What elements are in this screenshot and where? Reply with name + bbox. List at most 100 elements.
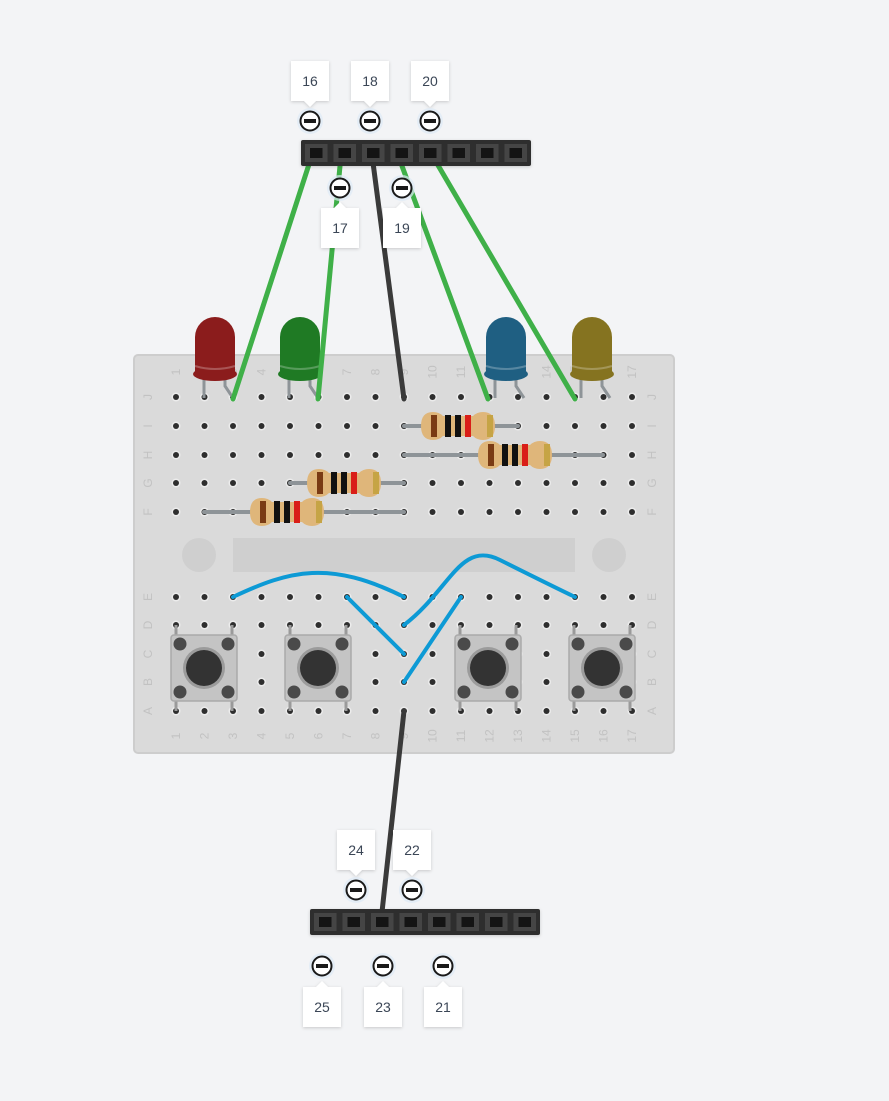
column-label: 12 xyxy=(483,729,497,743)
column-label: 1 xyxy=(169,732,183,739)
header-pin-socket[interactable] xyxy=(428,913,451,931)
resistor[interactable] xyxy=(402,412,520,440)
pin-callout: 20 xyxy=(411,61,449,134)
black-wire[interactable] xyxy=(379,708,407,915)
pin-number-label: 18 xyxy=(362,73,378,89)
pin-minus-icon[interactable] xyxy=(357,108,383,134)
row-label: B xyxy=(645,678,659,686)
led[interactable] xyxy=(278,317,322,399)
row-label: H xyxy=(645,451,659,460)
pin-minus-icon[interactable] xyxy=(370,953,396,979)
pin-callout: 21 xyxy=(424,953,462,1027)
pin-callout: 18 xyxy=(351,61,389,134)
pin-minus-icon[interactable] xyxy=(343,877,369,903)
row-label: E xyxy=(645,593,659,601)
bottom-pin-header[interactable] xyxy=(310,909,540,935)
row-label: D xyxy=(645,620,659,629)
pin-callout: 19 xyxy=(383,175,421,248)
row-label: F xyxy=(645,508,659,515)
pin-callout: 17 xyxy=(321,175,359,248)
blue-wire xyxy=(402,553,577,627)
header-pin-socket[interactable] xyxy=(399,913,423,931)
pin-minus-icon[interactable] xyxy=(327,175,353,201)
header-pin-socket[interactable] xyxy=(456,913,480,931)
pin-number-label: 23 xyxy=(375,999,391,1015)
header-pin-socket[interactable] xyxy=(419,144,442,162)
pin-callout: 24 xyxy=(337,830,375,903)
resistor[interactable] xyxy=(202,498,406,526)
row-label: E xyxy=(141,593,155,601)
pushbutton[interactable] xyxy=(568,625,636,711)
header-pin-socket[interactable] xyxy=(333,144,357,162)
row-label: A xyxy=(141,707,155,715)
led[interactable] xyxy=(570,317,614,399)
pin-minus-icon[interactable] xyxy=(297,108,323,134)
led[interactable] xyxy=(484,317,528,399)
pin-number-label: 21 xyxy=(435,999,451,1015)
header-pin-socket[interactable] xyxy=(447,144,471,162)
pin-callout: 25 xyxy=(303,953,341,1027)
resistors xyxy=(202,412,605,526)
column-label: 13 xyxy=(511,729,525,743)
column-label: 4 xyxy=(255,732,269,739)
pin-minus-icon[interactable] xyxy=(417,108,443,134)
led[interactable] xyxy=(193,317,237,399)
column-label: 1 xyxy=(169,368,183,375)
row-label: I xyxy=(141,424,155,427)
row-label: C xyxy=(645,649,659,658)
row-label: F xyxy=(141,508,155,515)
pushbutton[interactable] xyxy=(454,625,522,711)
blue-wires[interactable] xyxy=(231,553,577,684)
column-label: 2 xyxy=(198,732,212,739)
column-label: 7 xyxy=(340,368,354,375)
resistor[interactable] xyxy=(288,469,406,497)
pin-minus-icon[interactable] xyxy=(309,953,335,979)
column-label: 17 xyxy=(625,729,639,743)
header-pin-socket[interactable] xyxy=(305,144,328,162)
column-label: 8 xyxy=(369,732,383,739)
header-pin-socket[interactable] xyxy=(504,144,528,162)
column-label: 14 xyxy=(540,729,554,743)
pin-minus-icon[interactable] xyxy=(430,953,456,979)
pin-number-label: 22 xyxy=(404,842,420,858)
column-label: 7 xyxy=(340,732,354,739)
green-wire xyxy=(230,152,315,402)
pushbuttons xyxy=(170,625,636,711)
pin-callout: 23 xyxy=(364,953,402,1027)
column-label: 9 xyxy=(397,368,411,375)
header-pin-socket[interactable] xyxy=(371,913,394,931)
header-pin-socket[interactable] xyxy=(513,913,537,931)
header-pin-socket[interactable] xyxy=(485,913,508,931)
pin-minus-icon[interactable] xyxy=(389,175,415,201)
column-label: 16 xyxy=(597,729,611,743)
top-pin-header[interactable] xyxy=(301,140,531,166)
row-label: J xyxy=(141,394,155,400)
header-pin-socket[interactable] xyxy=(390,144,414,162)
column-label: 5 xyxy=(283,732,297,739)
column-label: 17 xyxy=(625,365,639,379)
pin-number-label: 20 xyxy=(422,73,438,89)
blue-wire xyxy=(402,595,463,684)
pushbutton[interactable] xyxy=(284,625,352,711)
wires-top[interactable] xyxy=(230,152,578,402)
pushbutton[interactable] xyxy=(170,625,238,711)
header-pin-socket[interactable] xyxy=(362,144,385,162)
column-label: 10 xyxy=(426,729,440,743)
header-pin-socket[interactable] xyxy=(342,913,366,931)
pin-number-label: 24 xyxy=(348,842,364,858)
pin-number-label: 19 xyxy=(394,220,410,236)
column-label: 3 xyxy=(226,732,240,739)
resistor[interactable] xyxy=(402,441,605,469)
column-label: 14 xyxy=(540,365,554,379)
leds xyxy=(193,317,614,399)
pin-number-label: 17 xyxy=(332,220,348,236)
column-label: 11 xyxy=(454,729,468,742)
row-label: A xyxy=(645,707,659,715)
green-wire xyxy=(399,163,491,402)
pin-callout: 22 xyxy=(393,830,431,903)
header-pin-socket[interactable] xyxy=(476,144,499,162)
pin-minus-icon[interactable] xyxy=(399,877,425,903)
header-pin-socket[interactable] xyxy=(314,913,337,931)
